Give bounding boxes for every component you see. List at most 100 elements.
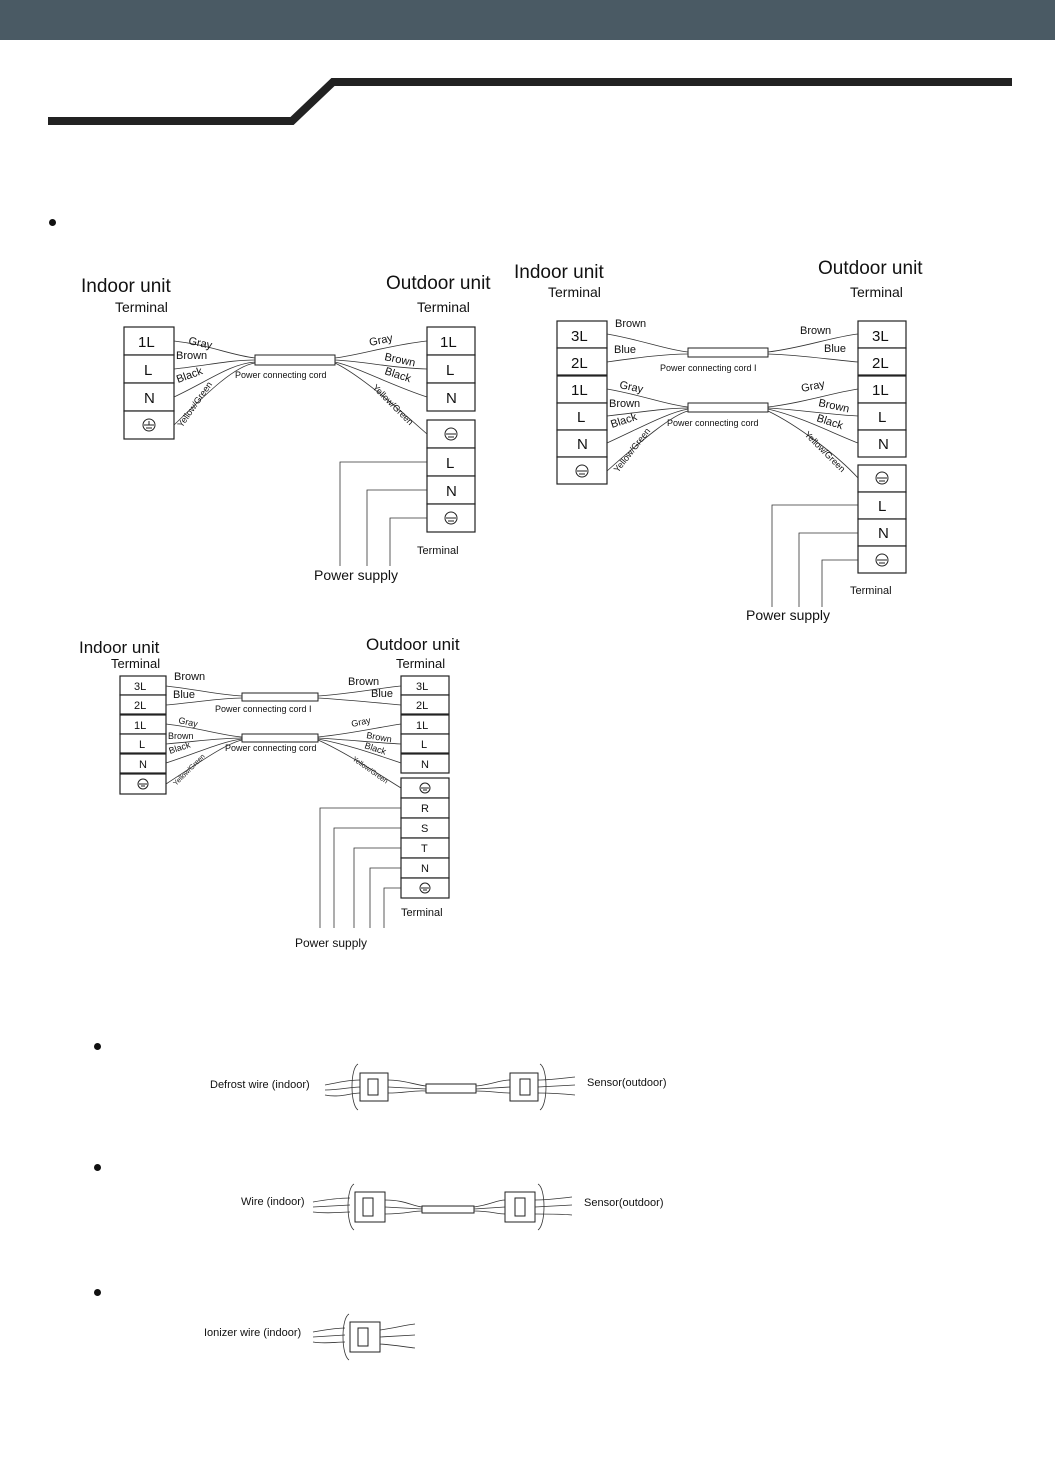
wire-black-label: Black bbox=[609, 411, 639, 431]
sensor-label: Sensor(outdoor) bbox=[587, 1077, 667, 1089]
wire-brown-label: Brown bbox=[176, 350, 207, 362]
ground-icon bbox=[137, 778, 149, 790]
power-terminal-label: Terminal bbox=[850, 585, 892, 597]
wire-yellow-green-label: Yellow/Green bbox=[371, 382, 416, 427]
wire-yellow-green-label: Yellow/Green bbox=[612, 426, 653, 474]
terminal-2l: 2L bbox=[872, 355, 889, 372]
outdoor-terminal-label: Terminal bbox=[850, 284, 903, 300]
wire-brown-label: Brown bbox=[174, 671, 205, 683]
power-supply-label: Power supply bbox=[295, 936, 367, 950]
ionizer-connector-diagram: Ionizer wire (indoor) bbox=[204, 1313, 416, 1361]
outdoor-terminal-label: Terminal bbox=[417, 299, 470, 315]
terminal-1l: 1L bbox=[138, 334, 155, 351]
ground-icon bbox=[444, 427, 458, 441]
wire-brown-label: Brown bbox=[609, 398, 640, 410]
terminal-3l: 3L bbox=[134, 681, 146, 693]
power-cord-i-label: Power connecting cord I bbox=[215, 704, 312, 714]
terminal-1l: 1L bbox=[134, 720, 146, 732]
wire-brown-label: Brown bbox=[366, 730, 393, 744]
wire-yellow-green-label: Yellow/Green bbox=[172, 753, 206, 787]
wire-gray-label: Gray bbox=[618, 379, 644, 396]
outdoor-unit-title: Outdoor unit bbox=[366, 635, 460, 654]
section-heading-rule bbox=[48, 78, 1012, 125]
ground-icon bbox=[142, 418, 156, 432]
power-supply-label: Power supply bbox=[746, 607, 830, 623]
wire-yellow-green-label: Yellow/Green bbox=[175, 380, 214, 429]
defrost-connector-diagram: Defrost wire (indoor) Sensor(outdoor) bbox=[210, 1063, 667, 1111]
terminal-2l: 2L bbox=[134, 700, 146, 712]
terminal-n: N bbox=[878, 525, 889, 542]
wire-brown-label: Brown bbox=[615, 318, 646, 330]
terminal-3l: 3L bbox=[571, 328, 588, 345]
wire-black-label: Black bbox=[168, 739, 192, 755]
outdoor-unit-title: Outdoor unit bbox=[818, 258, 923, 279]
wire-gray-label: Gray bbox=[187, 335, 213, 352]
terminal-l: L bbox=[878, 498, 886, 515]
power-cord-label: Power connecting cord bbox=[667, 418, 759, 428]
terminal-n: N bbox=[421, 863, 429, 875]
defrost-wire-label: Defrost wire (indoor) bbox=[210, 1079, 310, 1091]
section-bullet bbox=[49, 219, 56, 226]
wiring-diagram-3: Indoor unit Terminal Outdoor unit Termin… bbox=[79, 635, 460, 950]
indoor-unit-title: Indoor unit bbox=[79, 638, 160, 657]
terminal-2l: 2L bbox=[571, 355, 588, 372]
terminal-n: N bbox=[446, 390, 457, 407]
terminal-l: L bbox=[446, 362, 454, 379]
terminal-2l: 2L bbox=[416, 700, 428, 712]
outdoor-terminal-label: Terminal bbox=[396, 656, 445, 671]
wire-blue-label: Blue bbox=[824, 343, 846, 355]
sensor-label: Sensor(outdoor) bbox=[584, 1197, 664, 1209]
bullet-ionizer bbox=[94, 1289, 101, 1296]
indoor-terminal-label: Terminal bbox=[548, 284, 601, 300]
wire-gray-label: Gray bbox=[368, 332, 394, 349]
wire-gray-label: Gray bbox=[350, 715, 372, 729]
terminal-l: L bbox=[577, 409, 585, 426]
power-terminal-label: Terminal bbox=[401, 907, 443, 919]
wire-blue-label: Blue bbox=[173, 689, 195, 701]
terminal-3l: 3L bbox=[872, 328, 889, 345]
terminal-n: N bbox=[577, 436, 588, 453]
terminal-n: N bbox=[421, 759, 429, 771]
terminal-r: R bbox=[421, 803, 429, 815]
terminal-l: L bbox=[139, 739, 145, 751]
terminal-l: L bbox=[446, 455, 454, 472]
ground-icon bbox=[875, 471, 889, 485]
wire-connector-diagram: Wire (indoor) Sensor(outdoor) bbox=[241, 1183, 664, 1231]
terminal-1l: 1L bbox=[440, 334, 457, 351]
indoor-terminal-label: Terminal bbox=[115, 299, 168, 315]
terminal-1l: 1L bbox=[872, 382, 889, 399]
wire-brown-label: Brown bbox=[800, 325, 831, 337]
ionizer-wire-label: Ionizer wire (indoor) bbox=[204, 1327, 301, 1339]
wiring-diagram-1: Indoor unit Terminal Outdoor unit Termin… bbox=[81, 273, 491, 583]
ground-icon bbox=[575, 464, 589, 478]
wire-label: Wire (indoor) bbox=[241, 1196, 305, 1208]
power-cord-label: Power connecting cord bbox=[225, 743, 317, 753]
wire-brown-label: Brown bbox=[348, 676, 379, 688]
ground-icon bbox=[444, 511, 458, 525]
power-terminal-label: Terminal bbox=[417, 545, 459, 557]
terminal-l: L bbox=[144, 362, 152, 379]
ground-icon bbox=[419, 782, 431, 794]
outdoor-unit-title: Outdoor unit bbox=[386, 273, 491, 294]
power-cord-label: Power connecting cord bbox=[235, 370, 327, 380]
wire-yellow-green-label: Yellow/Green bbox=[351, 756, 389, 786]
terminal-s: S bbox=[421, 823, 428, 835]
bullet-wire bbox=[94, 1164, 101, 1171]
wire-gray-label: Gray bbox=[178, 715, 200, 729]
power-cord-i-label: Power connecting cord I bbox=[660, 363, 757, 373]
wire-blue-label: Blue bbox=[614, 344, 636, 356]
top-header-bar bbox=[0, 0, 1055, 40]
terminal-1l: 1L bbox=[416, 720, 428, 732]
terminal-n: N bbox=[139, 759, 147, 771]
indoor-unit-title: Indoor unit bbox=[514, 262, 605, 283]
terminal-n: N bbox=[446, 483, 457, 500]
wire-blue-label: Blue bbox=[371, 688, 393, 700]
power-supply-label: Power supply bbox=[314, 567, 398, 583]
terminal-1l: 1L bbox=[571, 382, 588, 399]
indoor-terminal-label: Terminal bbox=[111, 656, 160, 671]
terminal-3l: 3L bbox=[416, 681, 428, 693]
terminal-n: N bbox=[878, 436, 889, 453]
terminal-n: N bbox=[144, 390, 155, 407]
wire-gray-label: Gray bbox=[800, 378, 826, 395]
wire-brown-label: Brown bbox=[168, 731, 194, 741]
